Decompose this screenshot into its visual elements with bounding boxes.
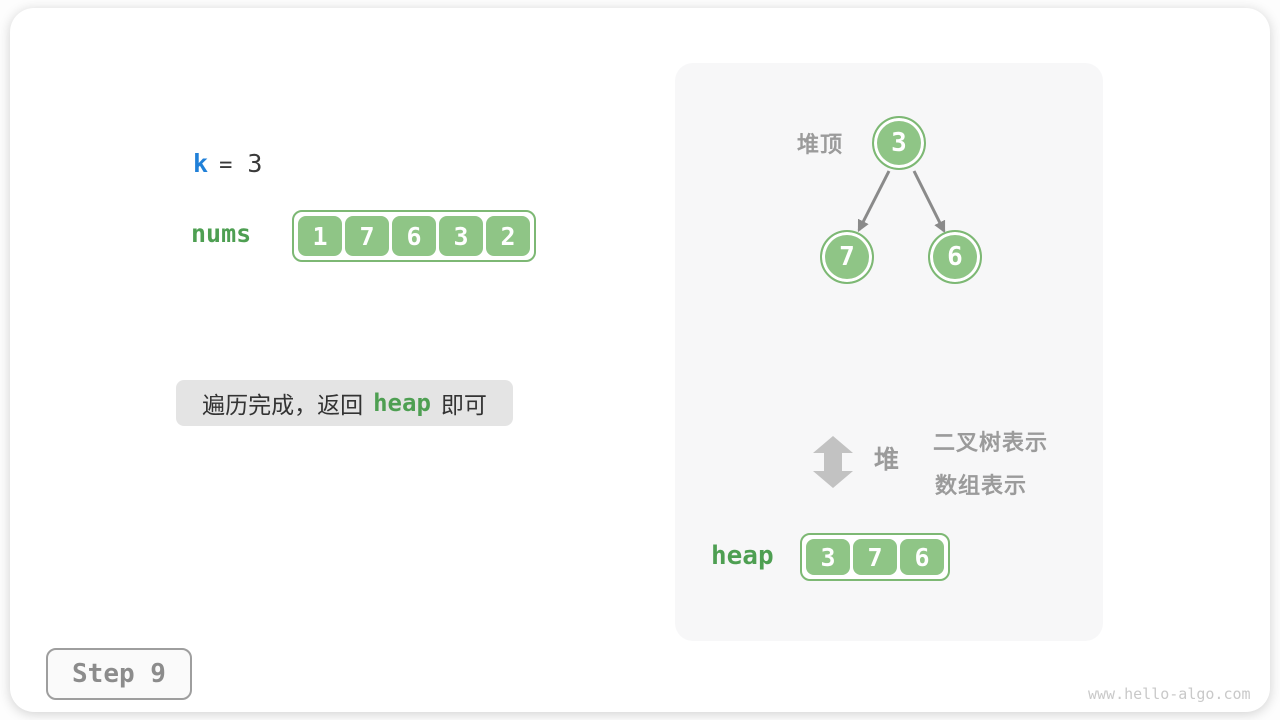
heap-array-label: heap bbox=[711, 541, 774, 571]
status-message: 遍历完成，返回 heap 即可 bbox=[176, 380, 513, 426]
message-heap-code: heap bbox=[373, 389, 431, 417]
nums-cell: 2 bbox=[486, 216, 530, 256]
nums-array-label: nums bbox=[191, 219, 252, 248]
k-equals-line: k = 3 bbox=[193, 149, 262, 178]
tree-node-root: 3 bbox=[872, 116, 926, 170]
double-arrow-icon bbox=[813, 436, 853, 488]
message-prefix: 遍历完成，返回 bbox=[202, 392, 364, 418]
tree-edge-arrows bbox=[857, 170, 946, 234]
k-value: 3 bbox=[247, 149, 263, 178]
heap-cell: 7 bbox=[853, 539, 897, 575]
legend-tree-representation: 二叉树表示 bbox=[933, 430, 1049, 455]
heap-cell: 6 bbox=[900, 539, 944, 575]
heap-top-label: 堆顶 bbox=[797, 132, 844, 157]
step-badge: Step 9 bbox=[46, 648, 192, 700]
edge-root-to-right-icon bbox=[912, 170, 946, 234]
nums-array: 1 7 6 3 2 bbox=[292, 210, 536, 262]
nums-cell: 6 bbox=[392, 216, 436, 256]
heap-array: 3 7 6 bbox=[800, 533, 950, 581]
nums-cell: 7 bbox=[345, 216, 389, 256]
legend-heap-label: 堆 bbox=[874, 446, 901, 474]
edge-root-to-left-icon bbox=[857, 170, 891, 233]
k-variable: k bbox=[193, 149, 209, 178]
legend-array-representation: 数组表示 bbox=[935, 473, 1028, 498]
tree-node-left-child: 7 bbox=[820, 230, 874, 284]
heap-cell: 3 bbox=[806, 539, 850, 575]
message-suffix: 即可 bbox=[440, 392, 487, 418]
watermark-url: www.hello-algo.com bbox=[1088, 685, 1251, 703]
figure-card: k = 3 nums 1 7 6 3 2 遍历完成，返回 heap 即可 堆顶 … bbox=[10, 8, 1270, 712]
nums-cell: 3 bbox=[439, 216, 483, 256]
equals-sign: = bbox=[219, 153, 233, 178]
nums-cell: 1 bbox=[298, 216, 342, 256]
tree-node-right-child: 6 bbox=[928, 230, 982, 284]
